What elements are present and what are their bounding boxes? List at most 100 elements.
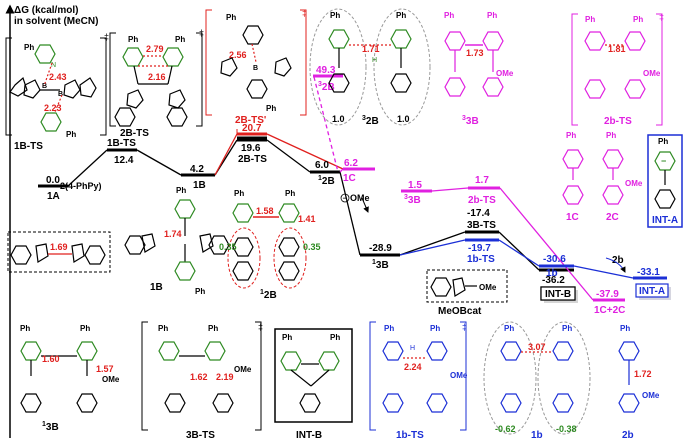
svg-text:Ph: Ph <box>566 131 576 140</box>
svg-text:Ph: Ph <box>128 35 138 44</box>
svg-text:−: − <box>661 156 666 166</box>
svg-text:Ph: Ph <box>24 43 34 52</box>
svg-text:N: N <box>51 62 56 69</box>
svg-text:1.81: 1.81 <box>608 44 626 54</box>
energy-1C2C: -37.9 <box>596 289 619 300</box>
svg-text:‡: ‡ <box>659 12 664 22</box>
structure-33B: Ph Ph 1.73 OMe 33B <box>444 11 514 127</box>
svg-text:Ph: Ph <box>633 15 643 24</box>
svg-text:2b-TS: 2b-TS <box>604 116 632 127</box>
energy-1b: -30.6 <box>543 254 566 265</box>
label-INT-B-level: INT-B <box>545 289 571 300</box>
arrow-2b <box>605 257 626 273</box>
connectors-magenta <box>313 76 594 301</box>
label-33B-level: 33B <box>404 194 421 206</box>
svg-text:Ph: Ph <box>620 324 630 333</box>
svg-text:0.35: 0.35 <box>219 242 237 252</box>
svg-text:Ph: Ph <box>175 35 185 44</box>
axis-label: ΔG (kcal/mol) <box>14 5 78 16</box>
svg-text:Ph: Ph <box>562 324 572 333</box>
svg-text:32B: 32B <box>362 115 379 127</box>
svg-text:Ph: Ph <box>226 13 236 22</box>
svg-text:2.23: 2.23 <box>44 103 62 113</box>
arrow-OMe <box>361 197 369 213</box>
svg-text:Ph: Ph <box>487 11 497 20</box>
connectors-blue <box>399 239 634 279</box>
connectors-black <box>67 139 540 271</box>
svg-text:OMe: OMe <box>102 375 120 384</box>
svg-text:13B: 13B <box>42 421 59 433</box>
label-1A: 1A <box>47 191 60 202</box>
energy-12B: 6.0 <box>315 160 329 171</box>
structure-1C-2C: Ph Ph OMe 1C 2C <box>562 131 643 223</box>
svg-text:OMe: OMe <box>450 371 468 380</box>
structure-1b-bottom: Ph Ph 3.07 -0.62 -0.38 1b <box>483 321 591 441</box>
label-2B-TS-level: 2B-TS <box>238 154 267 165</box>
svg-text:1.71: 1.71 <box>362 44 380 54</box>
svg-text:Ph: Ph <box>384 324 394 333</box>
svg-text:INT-A: INT-A <box>652 215 678 226</box>
svg-text:Ph: Ph <box>504 324 514 333</box>
svg-text:2.43: 2.43 <box>49 72 67 82</box>
svg-text:2.79: 2.79 <box>146 44 164 54</box>
energy-1C: 6.2 <box>344 158 358 169</box>
svg-text:1.0: 1.0 <box>397 114 410 124</box>
svg-text:‡: ‡ <box>462 322 467 332</box>
svg-text:1.0: 1.0 <box>332 114 345 124</box>
svg-text:1.72: 1.72 <box>634 369 652 379</box>
svg-text:OMe: OMe <box>625 179 643 188</box>
label-1B-TS-level: 1B-TS <box>107 138 136 149</box>
label-1C-level: 1C <box>343 173 356 184</box>
svg-text:1.58: 1.58 <box>256 206 274 216</box>
svg-text:2.16: 2.16 <box>148 72 166 82</box>
svg-text:Ph: Ph <box>266 104 276 113</box>
svg-text:Ph: Ph <box>330 333 340 342</box>
energy-33B: 1.5 <box>408 180 422 191</box>
structure-13B-bottom: Ph Ph 1.60 1.57 OMe 13B <box>20 324 120 433</box>
connector-red-1 <box>214 133 238 176</box>
label-1b-TS-level: 1b-TS <box>467 254 495 265</box>
structure-1B-TS: ‡ Ph N B B 2.43 2.23 Ph 1B-TS <box>5 32 109 152</box>
structure-INT-B-bottom: Ph Ph INT-B <box>274 328 353 441</box>
svg-text:‡: ‡ <box>302 8 307 18</box>
svg-text:2B-TS: 2B-TS <box>120 128 149 139</box>
svg-text:33B: 33B <box>462 115 479 127</box>
svg-text:3.07: 3.07 <box>528 342 546 352</box>
label-12B-level: 12B <box>318 175 335 187</box>
svg-text:B: B <box>42 83 47 90</box>
structure-2b-TS: ‡ Ph Ph 1.81 OMe 2b-TS <box>571 12 664 127</box>
svg-text:1B: 1B <box>150 282 163 293</box>
svg-text:OMe: OMe <box>479 283 497 292</box>
energy-13B: -28.9 <box>369 243 392 254</box>
svg-text:OMe: OMe <box>642 391 660 400</box>
svg-text:Ph: Ph <box>282 333 292 342</box>
svg-text:Ph: Ph <box>396 11 406 20</box>
svg-text:Ph: Ph <box>606 131 616 140</box>
structure-12B: Ph Ph 1.58 1.41 0.35 0.35 12B <box>219 189 321 301</box>
structure-3B-TS-bottom: ‡ Ph Ph 1.62 2.19 OMe 3B-TS <box>141 321 263 441</box>
structure-1B: Ph 1.74 Ph 1B <box>124 186 230 296</box>
svg-text:‡: ‡ <box>199 28 204 38</box>
svg-text:INT-B: INT-B <box>296 430 322 441</box>
svg-text:2C: 2C <box>606 212 619 223</box>
svg-text:Ph: Ph <box>585 15 595 24</box>
svg-text:1b-TS: 1b-TS <box>396 430 424 441</box>
structure-1b-TS-bottom: ‡ Ph Ph 2.24 H OMe 1b-TS <box>369 321 468 441</box>
svg-text:1.41: 1.41 <box>298 214 316 224</box>
energy-1B: 4.2 <box>190 164 204 175</box>
box-INT-A-level <box>635 283 669 298</box>
structure-2B-TS: ‡ Ph Ph 2.79 2.16 2B-TS <box>109 28 204 139</box>
svg-text:0.35: 0.35 <box>303 242 321 252</box>
svg-text:3B-TS: 3B-TS <box>186 430 215 441</box>
structure-B2cat2: 1.69 <box>7 231 111 273</box>
reagent-charge <box>340 193 350 203</box>
svg-text:Ph: Ph <box>430 324 440 333</box>
svg-text:‡: ‡ <box>104 32 109 42</box>
structure-MeOBcat: OMe MeOBcat <box>426 269 508 317</box>
label-2b-TS-level: 2b-TS <box>468 195 496 206</box>
svg-text:1.62: 1.62 <box>190 372 208 382</box>
svg-text:Ph: Ph <box>195 287 205 296</box>
label-INT-A-level: INT-A <box>639 286 665 297</box>
svg-text:-0.62: -0.62 <box>495 424 516 434</box>
svg-text:Ph: Ph <box>66 130 76 139</box>
